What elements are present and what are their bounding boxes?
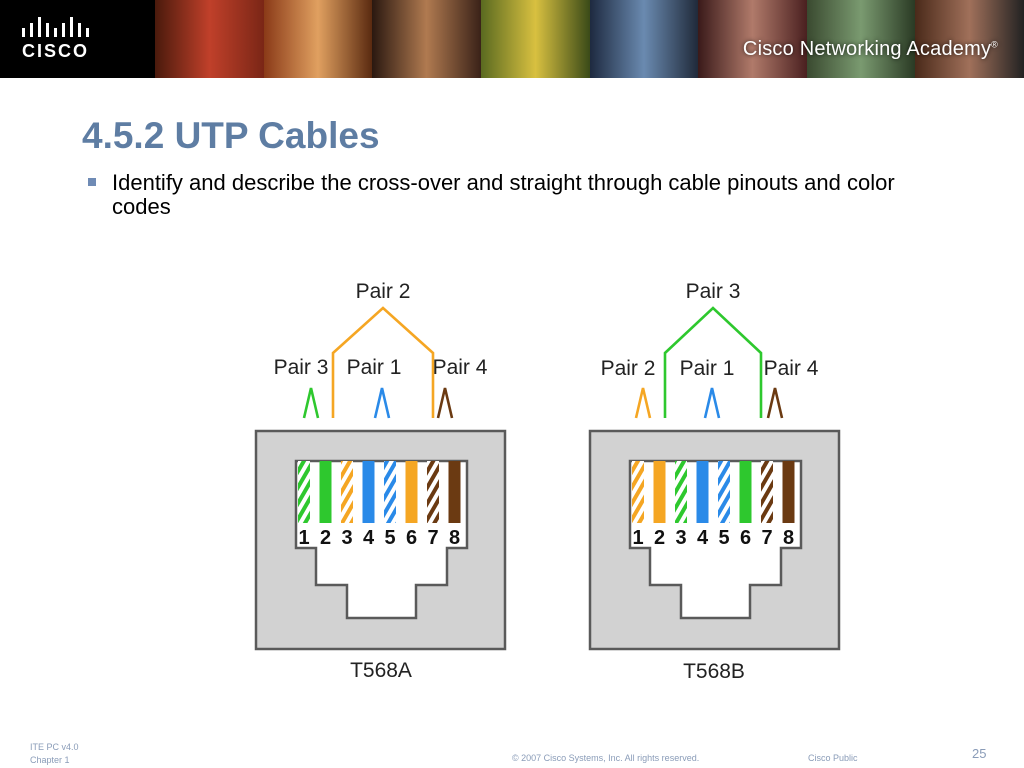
pair-left-fork xyxy=(634,387,652,419)
pin-number: 2 xyxy=(654,527,665,549)
wire-1 xyxy=(298,461,310,523)
wire-8 xyxy=(782,461,795,523)
pin-number: 7 xyxy=(761,527,772,549)
bullet-text: Identify and describe the cross-over and… xyxy=(112,170,895,219)
wire-3 xyxy=(675,461,687,523)
square-bullet-icon xyxy=(88,178,96,186)
header-banner: CISCO Cisco Networking Academy® xyxy=(0,0,1024,78)
pair-left-fork xyxy=(302,387,320,419)
pin-number: 1 xyxy=(632,527,643,549)
pin-number: 3 xyxy=(341,527,352,549)
pin-number: 1 xyxy=(298,527,309,549)
standard-label: T568A xyxy=(350,659,412,682)
networking-academy-brand: Cisco Networking Academy® xyxy=(743,38,998,61)
academy-name: Cisco Networking Academy xyxy=(742,38,992,60)
pin-number: 3 xyxy=(675,527,686,549)
pin-number: 8 xyxy=(449,527,460,549)
pair-top-bracket xyxy=(663,306,763,418)
cisco-bridge-logo-icon xyxy=(22,17,89,37)
pair-right-fork xyxy=(766,387,784,419)
wire-7 xyxy=(761,461,773,523)
footer-classification: Cisco Public xyxy=(808,753,858,763)
pin-number: 2 xyxy=(320,527,331,549)
footer-chapter: Chapter 1 xyxy=(30,755,70,765)
wire-6 xyxy=(405,461,418,523)
pair-left-label: Pair 3 xyxy=(274,356,329,379)
wire-5 xyxy=(384,461,396,523)
wire-8 xyxy=(448,461,461,523)
pin-number: 6 xyxy=(740,527,751,549)
wire-6 xyxy=(739,461,752,523)
pin-number: 4 xyxy=(697,527,709,549)
pin-number: 7 xyxy=(427,527,438,549)
wire-5 xyxy=(718,461,730,523)
pair-top-label: Pair 3 xyxy=(686,280,741,303)
wire-3 xyxy=(341,461,353,523)
pair-middle-label: Pair 1 xyxy=(347,356,402,379)
pair-middle-fork xyxy=(703,387,721,419)
bullet-item: Identify and describe the cross-over and… xyxy=(88,171,948,219)
rj45-jack-outline xyxy=(588,429,841,651)
pin-number: 8 xyxy=(783,527,794,549)
pin-number: 5 xyxy=(384,527,395,549)
pin-number: 6 xyxy=(406,527,417,549)
bullet-list: Identify and describe the cross-over and… xyxy=(88,171,948,219)
registered-mark: ® xyxy=(991,39,998,50)
pair-right-label: Pair 4 xyxy=(764,357,819,380)
page-number: 25 xyxy=(972,746,987,761)
pair-left-label: Pair 2 xyxy=(601,357,656,380)
slide-title: 4.5.2 UTP Cables xyxy=(82,115,380,156)
wire-7 xyxy=(427,461,439,523)
pin-number: 5 xyxy=(718,527,729,549)
wire-2 xyxy=(653,461,666,523)
wire-1 xyxy=(632,461,644,523)
pair-middle-label: Pair 1 xyxy=(680,357,735,380)
standard-label: T568B xyxy=(683,660,745,683)
footer-course: ITE PC v4.0 xyxy=(30,742,79,752)
banner-photo-strip xyxy=(155,0,1024,78)
pair-top-label: Pair 2 xyxy=(356,280,411,303)
pair-right-label: Pair 4 xyxy=(433,356,488,379)
pair-middle-fork xyxy=(373,387,391,419)
pin-number: 4 xyxy=(363,527,375,549)
footer-copyright: © 2007 Cisco Systems, Inc. All rights re… xyxy=(512,753,700,763)
rj45-jack-outline xyxy=(254,429,507,651)
pair-top-bracket xyxy=(331,306,435,418)
wire-group xyxy=(298,461,461,523)
cisco-logo-text: CISCO xyxy=(22,41,90,61)
wire-4 xyxy=(362,461,375,523)
wire-4 xyxy=(696,461,709,523)
pair-right-fork xyxy=(436,387,454,419)
wire-2 xyxy=(319,461,332,523)
footer-course-info: ITE PC v4.0 Chapter 1 xyxy=(30,741,79,767)
wire-group xyxy=(632,461,795,523)
